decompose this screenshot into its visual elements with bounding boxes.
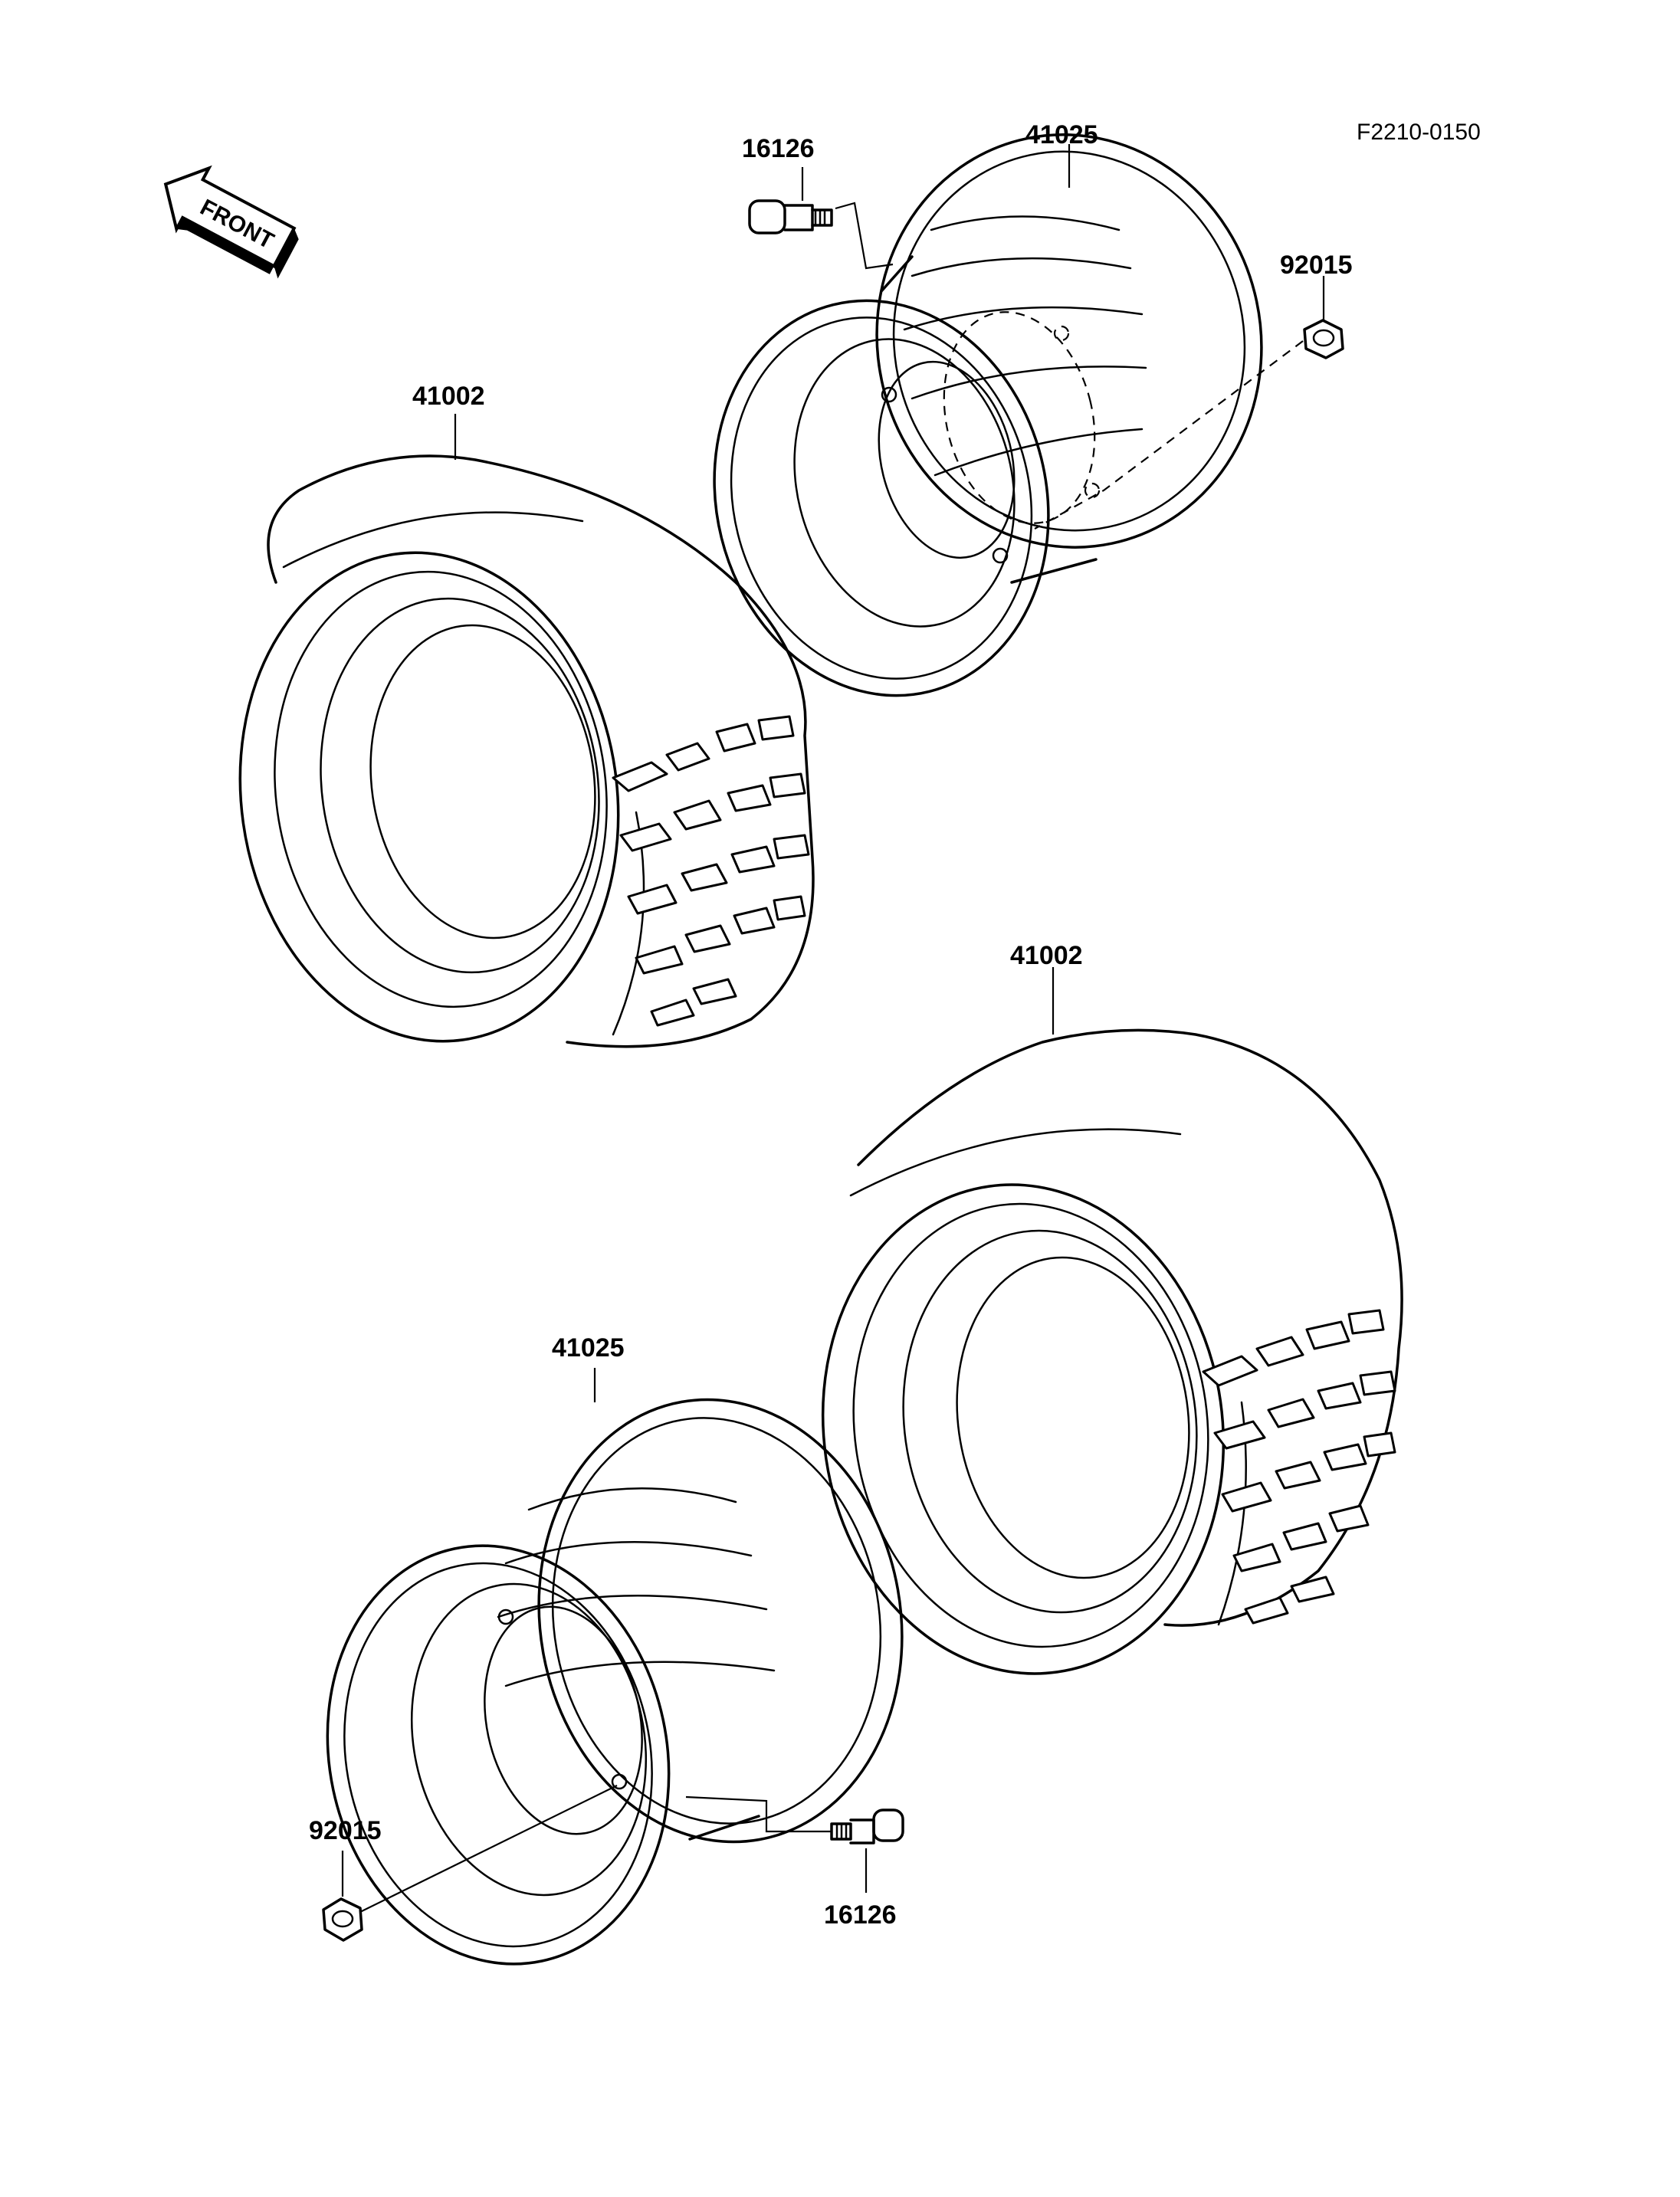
upper-tire <box>238 454 815 1048</box>
callout-16126-lower: 16126 <box>824 1900 897 1930</box>
callout-92015-upper: 92015 <box>1280 251 1353 280</box>
callout-92015-lower: 92015 <box>309 1816 382 1845</box>
callout-41025-lower: 41025 <box>552 1333 625 1362</box>
lower-tire <box>821 1028 1403 1675</box>
callout-41002-upper: 41002 <box>412 382 485 411</box>
callout-41025-upper: 41025 <box>1025 120 1098 149</box>
upper-wheel-rim <box>713 133 1263 697</box>
upper-valve-stem <box>748 199 833 234</box>
callout-16126-upper: 16126 <box>742 134 815 163</box>
lower-valve-stem <box>830 1808 904 1844</box>
front-direction-arrow: FRONT <box>163 165 299 279</box>
lower-tire-tread <box>1202 1309 1396 1625</box>
lower-wheel-nut <box>322 1897 363 1942</box>
upper-wheel-nut <box>1303 319 1344 359</box>
upper-tire-tread <box>612 715 810 1027</box>
callout-41002-lower: 41002 <box>1010 941 1083 970</box>
lower-wheel-rim <box>326 1398 904 1966</box>
leader-lines <box>341 144 1325 1913</box>
reference-code: F2210-0150 <box>1357 120 1481 145</box>
